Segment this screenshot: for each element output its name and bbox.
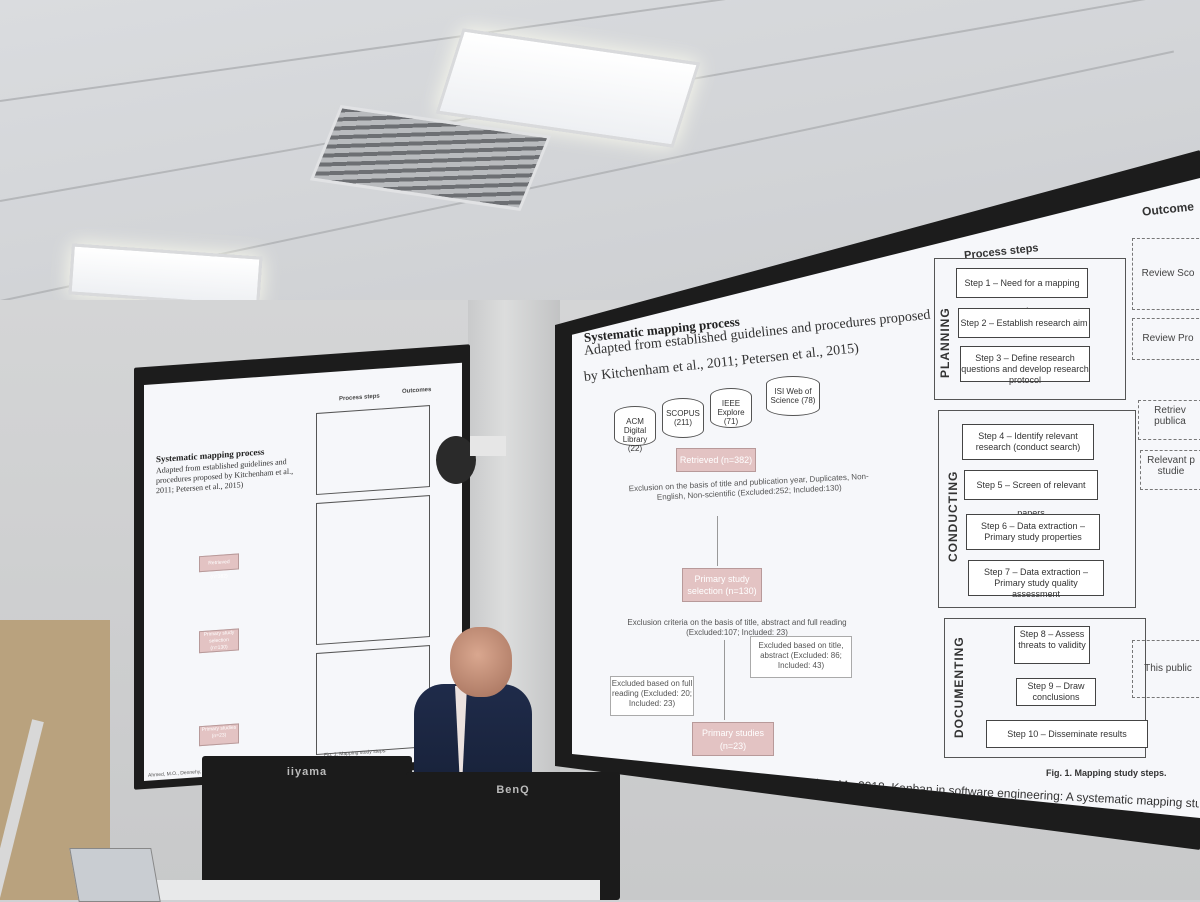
left-phase-planning xyxy=(316,405,430,496)
security-camera xyxy=(436,436,476,484)
outcomes-header: Outcome xyxy=(1141,199,1195,219)
phase-conducting xyxy=(938,410,1136,608)
phase-documenting xyxy=(944,618,1146,758)
flow-arrow xyxy=(724,640,725,720)
presenter-head xyxy=(450,627,512,697)
primary-studies-box: Primary studies (n=23) xyxy=(692,722,774,756)
outcome-relevant: Relevant p studie xyxy=(1140,450,1200,490)
left-retrieved-box: Retrieved (n=382) xyxy=(199,553,239,580)
primary-selection-box: Primary study selection (n=130) xyxy=(682,568,762,602)
step-6: Step 6 – Data extraction – Primary study… xyxy=(966,514,1100,550)
step-5: Step 5 – Screen of relevant papers xyxy=(964,470,1098,518)
outcome-retrieved: Retriev publica xyxy=(1138,400,1200,440)
outcome-review-scope: Review Sco xyxy=(1132,238,1200,310)
left-selection-box: Primary study selection (n=130) xyxy=(199,628,239,654)
left-primary-box: Primary studies (n=23) xyxy=(199,723,239,747)
step-2: Step 2 – Establish research aim xyxy=(958,308,1090,338)
exclusion-note-2: Exclusion criteria on the basis of title… xyxy=(627,618,847,637)
step-4: Step 4 – Identify relevant research (con… xyxy=(962,424,1094,460)
monitor-left: iiyama xyxy=(202,756,412,892)
outcome-publication: This public xyxy=(1132,640,1200,698)
phase-planning xyxy=(934,258,1126,400)
phase-label-conducting: CONDUCTING xyxy=(946,470,960,562)
step-3: Step 3 – Define research questions and d… xyxy=(960,346,1090,385)
phase-label-documenting: DOCUMENTING xyxy=(952,636,966,738)
left-phase-conducting xyxy=(316,495,430,646)
left-phase-documenting xyxy=(316,645,430,756)
step-9: Step 9 – Draw conclusions xyxy=(1016,678,1096,706)
retrieved-box: Retrieved (n=382) xyxy=(676,448,756,472)
flow-arrow xyxy=(717,516,718,566)
main-slide: Systematic mapping process Adapted from … xyxy=(572,178,1200,818)
outcome-review-protocol: Review Pro xyxy=(1132,318,1200,360)
left-outcomes-header: Outcomes xyxy=(402,386,432,396)
step-8: Step 8 – Assess threats to validity xyxy=(1014,626,1090,664)
monitor-left-brand: iiyama xyxy=(286,766,328,778)
database-scopus: SCOPUS (211) xyxy=(662,398,704,438)
monitor-right-brand: BenQ xyxy=(496,784,530,796)
step-7: Step 7 – Data extraction – Primary study… xyxy=(968,560,1104,599)
database-acm: ACM Digital Library (22) xyxy=(614,406,656,453)
database-isi: ISI Web of Science (78) xyxy=(766,376,820,416)
left-process-header: Process steps xyxy=(339,393,380,403)
excluded-full-box: Excluded based on full reading (Excluded… xyxy=(610,676,694,716)
monitor-right: BenQ xyxy=(406,772,620,900)
exclusion-note-1: Exclusion on the basis of title and publ… xyxy=(628,471,869,502)
lectern-desk xyxy=(100,880,600,900)
step-10: Step 10 – Disseminate results xyxy=(986,720,1148,748)
excluded-title-box: Excluded based on title, abstract (Exclu… xyxy=(750,636,852,678)
database-ieee: IEEE Explore (71) xyxy=(710,388,752,428)
figure-caption: Fig. 1. Mapping study steps. xyxy=(1046,768,1167,778)
camera-mount xyxy=(470,436,506,456)
laptop xyxy=(69,848,161,902)
phase-label-planning: PLANNING xyxy=(938,307,952,378)
presenter-body xyxy=(414,684,532,784)
step-1: Step 1 – Need for a mapping study xyxy=(956,268,1088,316)
